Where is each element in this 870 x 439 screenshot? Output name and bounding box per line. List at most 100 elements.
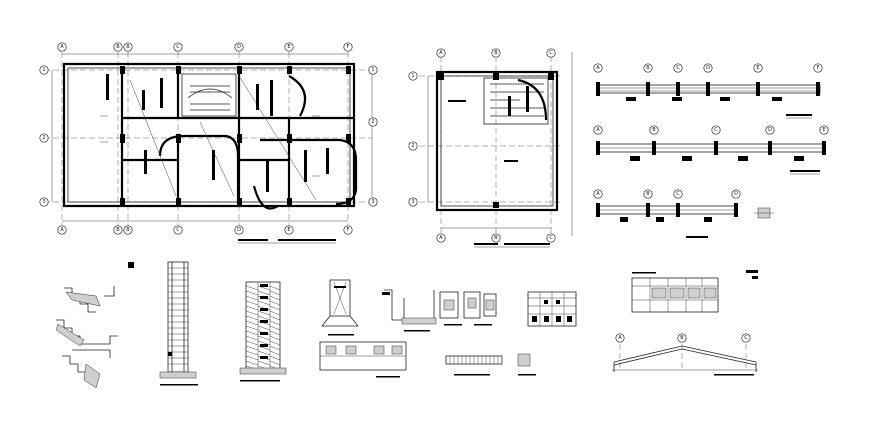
- grid-bubble: A: [593, 63, 603, 73]
- grid-bubble: C: [673, 189, 683, 199]
- grid-bubble-circle: [546, 48, 556, 58]
- grid-bubble-circle: [123, 225, 133, 235]
- grid-bubble-label: E: [287, 44, 290, 50]
- grid-bubble-circle: [593, 189, 603, 199]
- grid-bubble-label: C: [176, 44, 180, 50]
- grid-bubble-label: A: [618, 335, 622, 341]
- grid-bubble-label: D: [734, 191, 738, 197]
- grid-bubble: B: [643, 189, 653, 199]
- grid-bubble: A: [436, 48, 446, 58]
- grid-bubble: B: [643, 63, 653, 73]
- grid-bubble-circle: [57, 42, 67, 52]
- grid-bubble-label: D: [768, 127, 772, 133]
- grid-bubble: B: [123, 42, 133, 52]
- grid-bubble: B: [491, 233, 501, 243]
- footing-schedule-table: [631, 270, 758, 313]
- grid-bubble-circle: [615, 333, 625, 343]
- grid-bubble-circle: [643, 63, 653, 73]
- grid-bubble-circle: [173, 225, 183, 235]
- wall-reinforcement-section: [239, 281, 287, 382]
- grid-bubble: C: [546, 48, 556, 58]
- grid-bubble: B: [491, 48, 501, 58]
- grid-bubble-label: B: [494, 50, 498, 56]
- column-schedule-table: [527, 291, 577, 327]
- grid-bubble: 3: [39, 197, 49, 207]
- grid-bubble: D: [731, 189, 741, 199]
- grid-bubble-label: B: [652, 127, 656, 133]
- grid-bubble-circle: [711, 125, 721, 135]
- grid-bubble-circle: [408, 141, 418, 151]
- grid-bubble-label: B: [126, 227, 130, 233]
- grid-bubble-circle: [57, 225, 67, 235]
- grid-bubble-circle: [368, 117, 378, 127]
- grid-bubble-label: 1: [411, 73, 414, 79]
- grid-bubble-circle: [673, 189, 683, 199]
- grid-bubble-label: B: [494, 235, 498, 241]
- grid-bubble: B: [123, 225, 133, 235]
- grid-bubble-label: F: [347, 227, 350, 233]
- grid-bubble: E: [284, 42, 294, 52]
- grid-bubble: E: [284, 225, 294, 235]
- grid-bubble-label: D: [237, 44, 241, 50]
- grid-bubble-label: B: [680, 335, 684, 341]
- grid-bubble-circle: [408, 71, 418, 81]
- grid-bubble: B: [113, 225, 123, 235]
- grid-bubble-label: B: [646, 65, 650, 71]
- grid-bubble: A: [57, 42, 67, 52]
- grid-bubble-circle: [123, 42, 133, 52]
- grid-bubble-label: E: [822, 127, 825, 133]
- grid-bubble-circle: [436, 48, 446, 58]
- grid-bubble: A: [436, 233, 446, 243]
- grid-bubble-circle: [741, 333, 751, 343]
- grid-bubble: C: [546, 233, 556, 243]
- grid-bubble-circle: [491, 48, 501, 58]
- grid-bubble: E: [753, 63, 763, 73]
- grid-bubble: C: [673, 63, 683, 73]
- grid-bubble: B: [677, 333, 687, 343]
- grid-bubble-circle: [39, 65, 49, 75]
- grid-bubble-label: C: [549, 50, 553, 56]
- grid-bubble: A: [615, 333, 625, 343]
- grid-bubble: 2: [408, 141, 418, 151]
- grid-bubble-circle: [343, 225, 353, 235]
- grid-bubble-label: A: [596, 191, 600, 197]
- grid-bubble-label: 2: [42, 135, 45, 141]
- grid-bubble-circle: [703, 63, 713, 73]
- floor-plan-secondary: A B C A B C 1 2 3: [408, 48, 573, 248]
- grid-bubble: F: [343, 42, 353, 52]
- grid-bubble-label: A: [60, 227, 64, 233]
- grid-bubble-circle: [593, 125, 603, 135]
- grid-bubble: E: [819, 125, 829, 135]
- grid-bubble-circle: [813, 63, 823, 73]
- grid-bubble-circle: [491, 233, 501, 243]
- grid-bubble-label: B: [126, 44, 130, 50]
- grid-bubble-label: C: [549, 235, 553, 241]
- grid-bubble-circle: [436, 233, 446, 243]
- grid-bubble-label: F: [347, 44, 350, 50]
- grid-bubble-circle: [284, 225, 294, 235]
- grid-bubble-circle: [677, 333, 687, 343]
- grid-bubble-label: 2: [371, 119, 374, 125]
- grid-bubble-label: A: [596, 65, 600, 71]
- grid-bubble-circle: [765, 125, 775, 135]
- grid-bubble: C: [711, 125, 721, 135]
- grid-bubble-label: A: [60, 44, 64, 50]
- beam-detail-3: A B C D: [593, 189, 774, 238]
- grid-bubble: F: [813, 63, 823, 73]
- grid-bubble: C: [741, 333, 751, 343]
- grid-bubble-label: A: [439, 50, 443, 56]
- grid-bubble: C: [173, 42, 183, 52]
- grid-bubble: A: [593, 189, 603, 199]
- grid-bubble-circle: [284, 42, 294, 52]
- footing-detail: [319, 279, 407, 378]
- grid-bubble-circle: [593, 63, 603, 73]
- grid-bubble-label: 3: [411, 199, 414, 205]
- grid-bubble-label: B: [646, 191, 650, 197]
- grid-bubble-label: C: [676, 191, 680, 197]
- grid-bubble-circle: [673, 63, 683, 73]
- grid-bubble-circle: [731, 189, 741, 199]
- grid-bubble-label: C: [714, 127, 718, 133]
